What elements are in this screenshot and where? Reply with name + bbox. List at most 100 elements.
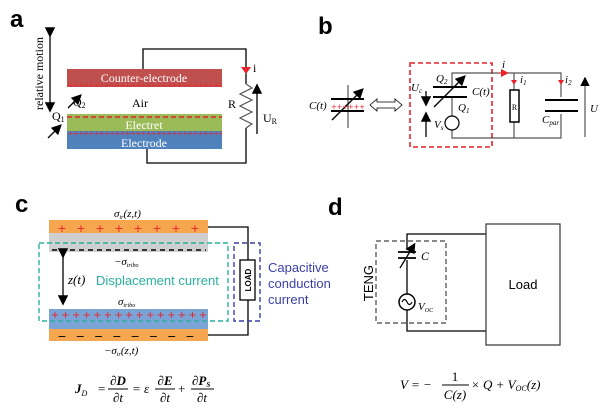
charge-sign: + <box>167 310 175 321</box>
charge-sign: + <box>114 222 123 235</box>
charge-sign: + <box>72 310 80 321</box>
top-positive-charges: ++++++++ <box>57 222 199 235</box>
q1-label: Q1 <box>458 102 469 115</box>
u-label: U <box>590 103 599 115</box>
i1-arrow-icon <box>511 80 517 85</box>
charge-sign: + <box>135 310 143 321</box>
conduction-current-box <box>233 242 261 322</box>
q2-label: Q2 <box>436 73 448 86</box>
neg-tribo-label: −σtribo <box>114 256 139 269</box>
panel-c: c σtr(z,t) ++++++++ +++++++++++++++ −−−−… <box>15 191 331 405</box>
panel-label-c: c <box>15 191 28 218</box>
eq-den: C(z) <box>444 387 466 402</box>
load-box <box>239 259 256 301</box>
top-charge-density-label: σtr(z,t) <box>114 208 141 221</box>
resistor-label: R <box>228 97 236 111</box>
panel-label-b: b <box>318 13 333 40</box>
charge-sign: + <box>199 310 207 321</box>
charge-sign: + <box>51 310 59 321</box>
displacement-current-label: Displacement current <box>96 273 219 288</box>
q1-label: Q1 <box>52 109 65 124</box>
eq-f3-den: ∂t <box>197 390 207 405</box>
load-box <box>485 223 561 346</box>
panel-label-a: a <box>10 6 24 33</box>
i-label: i <box>502 59 505 71</box>
counter-electrode-layer <box>67 69 222 87</box>
charge-sign: + <box>133 222 142 235</box>
charge-sign: − <box>131 330 140 343</box>
charge-sign: + <box>93 310 101 321</box>
eq-f2-num: ∂E <box>157 373 172 388</box>
cpar-label: Cpar <box>542 114 559 127</box>
eq-eps: = ε <box>132 381 150 396</box>
eq-lhs: JD <box>74 381 88 398</box>
i1-label: i1 <box>520 74 527 87</box>
charge-sign: + <box>152 222 161 235</box>
charge-sign: + <box>61 310 69 321</box>
pos-tribo-label: σtribo <box>118 296 135 309</box>
eq-plus: + <box>178 381 185 396</box>
resistor-label: R <box>512 103 518 112</box>
bottom-dielectric-layer <box>49 309 208 329</box>
variable-capacitor-arrow-icon <box>399 242 416 269</box>
charge-sign: − <box>76 330 85 343</box>
resistor-icon <box>509 89 520 123</box>
voltage-label: UR <box>263 111 278 126</box>
gap-label: z(t) <box>67 272 85 287</box>
capacitor-label: C(t) <box>309 100 327 112</box>
eq-num: 1 <box>452 369 459 384</box>
charge-sign: + <box>83 310 91 321</box>
q2-label: Q2 <box>73 95 86 110</box>
ct-variable-arrow-icon <box>433 75 466 108</box>
charge-sign: + <box>114 310 122 321</box>
charge-sign: + <box>188 310 196 321</box>
top-electrode-layer <box>49 220 208 233</box>
electrode-label: Electrode <box>121 136 167 150</box>
q1-arrow-icon <box>47 124 62 139</box>
electrode-layer <box>67 131 222 149</box>
uc-label: Uc <box>411 82 423 95</box>
eq-rest: × Q + VOC(z) <box>471 377 540 393</box>
current-arrow-icon <box>241 67 251 74</box>
displacement-current-box <box>38 242 229 322</box>
capacitor-charges: + + + + + + <box>331 103 365 111</box>
electret-layer <box>67 114 222 131</box>
bottom-charge-density-label: −σtr(z,t) <box>104 345 139 358</box>
teng-box <box>375 240 447 324</box>
eq-f2-den: ∂t <box>160 390 170 405</box>
ct-label: C(t) <box>472 86 490 98</box>
teng-label: TENG <box>361 265 376 301</box>
counter-electrode-label: Counter-electrode <box>101 71 187 85</box>
eq-lhs: V = − <box>400 377 432 392</box>
charge-sign: + <box>146 310 154 321</box>
panel-b: b C(t) + + + + + + R Uc Q2 C(t) Q1 Vs i … <box>309 13 599 148</box>
load-label: Load <box>509 277 538 292</box>
eq-f1-num: ∂D <box>110 373 126 388</box>
current-label: i <box>253 61 257 75</box>
charge-sign: + <box>125 310 133 321</box>
positive-tribo-charges: +++++++++++++++ <box>51 310 207 321</box>
i2-arrow-icon <box>558 80 564 85</box>
i2-label: i2 <box>565 74 572 87</box>
charge-sign: − <box>185 330 194 343</box>
eq-f1-den: ∂t <box>113 390 123 405</box>
displacement-current-equation: JD = ∂D ∂t = ε ∂E ∂t + ∂PS ∂t <box>74 373 214 405</box>
equivalence-arrow-icon <box>369 98 403 112</box>
voltage-source-icon <box>444 115 460 131</box>
sine-wave-icon <box>401 298 413 306</box>
charge-sign: + <box>95 222 104 235</box>
resistor-icon <box>238 83 254 129</box>
relative-motion-label: relative motion <box>32 37 46 110</box>
charge-sign: + <box>76 222 85 235</box>
charge-sign: + <box>178 310 186 321</box>
electrode-charges <box>67 131 222 135</box>
induced-charges <box>67 83 222 87</box>
voc-label: VOC <box>418 301 434 314</box>
charge-sign: + <box>190 222 199 235</box>
bottom-negative-charges: −−−−−−−− <box>57 330 194 343</box>
capacitor-label: C <box>421 249 430 263</box>
charge-sign: − <box>57 330 66 343</box>
load-label: LOAD <box>244 268 253 291</box>
voltage-equation: V = − 1 C(z) × Q + VOC(z) <box>400 369 540 402</box>
